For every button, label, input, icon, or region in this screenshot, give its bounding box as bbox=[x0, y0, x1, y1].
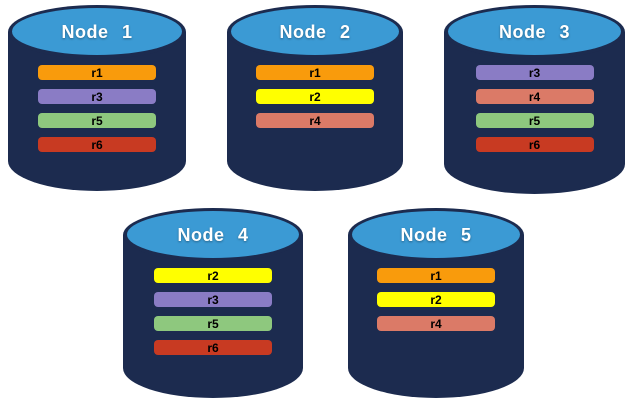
node-title-3: Node 3 bbox=[498, 21, 570, 42]
cylinder-top-face bbox=[448, 8, 621, 55]
cylinder-top-face bbox=[12, 8, 182, 55]
partition-bar-r2: r2 bbox=[377, 292, 495, 307]
partition-bar-list: r1 r3 r5 r6 bbox=[38, 65, 156, 152]
db-node-3: Node 3 r3 r4 r5 r6 bbox=[444, 5, 625, 194]
partition-bar-list: r3 r4 r5 r6 bbox=[475, 65, 594, 152]
partition-bar-r4: r4 bbox=[475, 89, 594, 104]
cylinder-top-face bbox=[127, 211, 299, 258]
partition-bar-list: r1 r2 r4 bbox=[377, 268, 495, 331]
partition-bar-r3: r3 bbox=[38, 89, 156, 104]
db-node-5: Node 5 r1 r2 r4 bbox=[348, 208, 524, 398]
db-node-1: Node 1 r1 r3 r5 r6 bbox=[8, 5, 186, 191]
partition-bar-r2: r2 bbox=[256, 89, 374, 104]
node-title-2: Node 2 bbox=[279, 21, 351, 42]
node-title-1: Node 1 bbox=[61, 21, 133, 42]
partition-bar-r6: r6 bbox=[38, 137, 156, 152]
partition-bar-r6: r6 bbox=[475, 137, 594, 152]
partition-bar-r1: r1 bbox=[256, 65, 374, 80]
db-node-2: Node 2 r1 r2 r4 bbox=[227, 5, 403, 191]
cylinder-top-face bbox=[231, 8, 399, 55]
partition-bar-r1: r1 bbox=[377, 268, 495, 283]
partition-bar-r6: r6 bbox=[154, 340, 272, 355]
partition-bar-r2: r2 bbox=[154, 268, 272, 283]
partition-bar-list: r1 r2 r4 bbox=[256, 65, 374, 128]
cylinder-top-face bbox=[352, 211, 520, 258]
partition-bar-r5: r5 bbox=[38, 113, 156, 128]
partition-bar-r1: r1 bbox=[38, 65, 156, 80]
partition-bar-r3: r3 bbox=[154, 292, 272, 307]
partition-bar-r3: r3 bbox=[475, 65, 594, 80]
partition-bar-r5: r5 bbox=[475, 113, 594, 128]
partition-bar-r4: r4 bbox=[377, 316, 495, 331]
partition-bar-r5: r5 bbox=[154, 316, 272, 331]
partition-bar-list: r2 r3 r5 r6 bbox=[154, 268, 272, 355]
node-title-5: Node 5 bbox=[400, 224, 472, 245]
node-title-4: Node 4 bbox=[177, 224, 249, 245]
db-node-4: Node 4 r2 r3 r5 r6 bbox=[123, 208, 303, 398]
partition-bar-r4: r4 bbox=[256, 113, 374, 128]
